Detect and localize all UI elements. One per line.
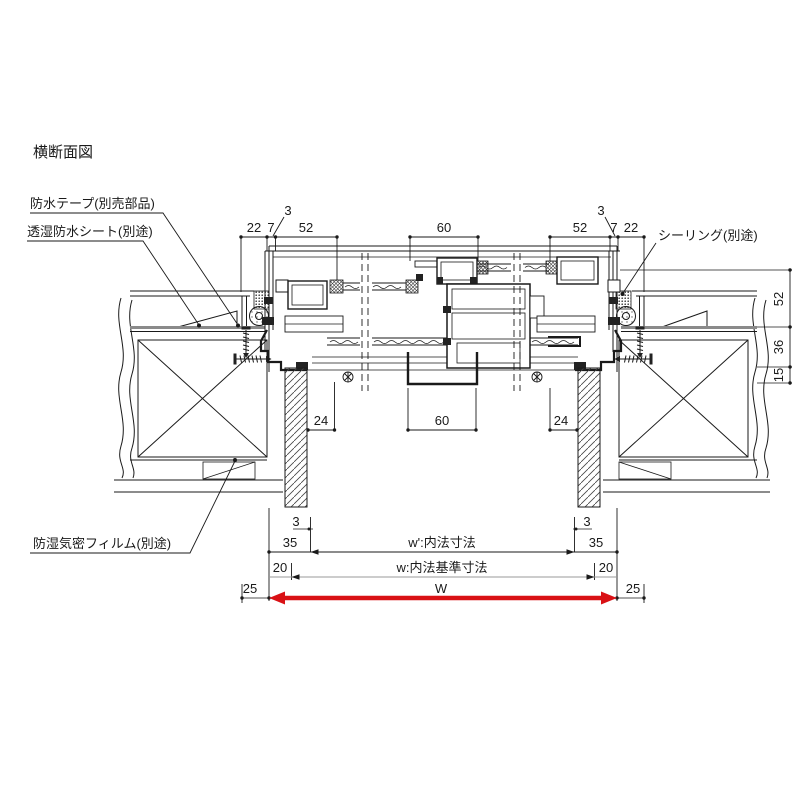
dim-top-left-22: 22 xyxy=(247,220,261,235)
dim-overall-25-right: 25 xyxy=(626,581,640,596)
dim-mid-24-right: 24 xyxy=(554,413,568,428)
dim-mid-24-left: 24 xyxy=(314,413,328,428)
dim-top-right-22: 22 xyxy=(624,220,638,235)
dim-side-52: 52 xyxy=(771,292,786,306)
glazing-gasket xyxy=(329,279,344,294)
glazing-gasket xyxy=(405,279,419,294)
dim-top-right-gap-3: 3 xyxy=(597,203,604,218)
dim-side-15: 15 xyxy=(771,368,786,382)
glazing-gasket xyxy=(545,260,559,275)
dim-base-label: w:内法基準寸法 xyxy=(395,560,487,575)
wall-break-line xyxy=(129,299,135,479)
glazing-gasket xyxy=(476,260,489,275)
head-detail-right xyxy=(607,279,621,293)
row-inner-marks xyxy=(267,549,619,555)
dim-top-left-52: 52 xyxy=(299,220,313,235)
dim-inner-35-right: 35 xyxy=(589,535,603,550)
right-sill-profile xyxy=(575,329,623,372)
dim-inner-label: w':内法寸法 xyxy=(407,535,475,550)
wall-break-line xyxy=(118,297,124,479)
dim-side-36: 36 xyxy=(771,340,786,354)
window-frame-section xyxy=(259,245,623,508)
dim-mid-60: 60 xyxy=(435,413,449,428)
dim-base-20-right: 20 xyxy=(599,560,613,575)
interior-glass-band xyxy=(327,336,581,347)
callout-leaders xyxy=(27,212,657,554)
head-detail-left xyxy=(275,279,289,293)
dim-ticks-mid xyxy=(306,428,579,432)
callout-sealing: シーリング(別途) xyxy=(658,228,758,243)
dim-ticks-top xyxy=(239,235,646,239)
dim-top-center-60: 60 xyxy=(437,220,451,235)
stud-section-right xyxy=(618,339,749,458)
screw-vertical-right xyxy=(635,326,645,358)
dim-top-left-gap-3: 3 xyxy=(284,203,291,218)
screw-vertical-left xyxy=(241,326,251,358)
dim-inner-35-left: 35 xyxy=(283,535,297,550)
inner-sash-glass-band xyxy=(329,279,419,294)
screw-symbol xyxy=(342,371,354,383)
wall-break-line xyxy=(763,299,769,479)
outer-sash-glass-band xyxy=(476,260,559,275)
dim-overall-25-left: 25 xyxy=(243,581,257,596)
drawing-title: 横断面図 xyxy=(33,144,93,161)
center-sill-profile xyxy=(406,352,479,386)
left-wall-assembly xyxy=(114,290,283,493)
dim-top-right-52: 52 xyxy=(573,220,587,235)
break-centerlines xyxy=(361,253,521,391)
jamb-board-left xyxy=(284,367,308,508)
drawing-text: 横断面図 防水テープ(別売部品) 透湿防水シート(別途) シーリング(別途) 防… xyxy=(27,144,786,596)
row-base-marks xyxy=(291,574,595,580)
interior-trim-right xyxy=(618,461,672,480)
callout-waterproof-tape: 防水テープ(別売部品) xyxy=(30,196,155,211)
dim-gap3-right: 3 xyxy=(583,514,590,529)
stud-section-left xyxy=(137,339,268,458)
left-sill-profile xyxy=(259,329,307,372)
leader-dots xyxy=(197,292,625,462)
dimension-annotations xyxy=(239,216,792,605)
wall-break-line xyxy=(752,297,758,479)
dim-top-left-7: 7 xyxy=(267,220,274,235)
dim-overall-W: W xyxy=(435,581,448,596)
dim-base-20-left: 20 xyxy=(273,560,287,575)
screw-symbol xyxy=(531,371,543,383)
interior-trim-left xyxy=(202,461,256,480)
dim-top-right-7: 7 xyxy=(610,220,617,235)
jamb-board-right xyxy=(577,367,601,508)
dim-gap3-left: 3 xyxy=(292,514,299,529)
dim-ticks-right xyxy=(788,268,792,385)
callout-moisture-film: 防湿気密フィルム(別途) xyxy=(33,536,171,551)
overall-width-arrow xyxy=(269,591,617,605)
callout-breathable-sheet: 透湿防水シート(別途) xyxy=(27,224,153,239)
